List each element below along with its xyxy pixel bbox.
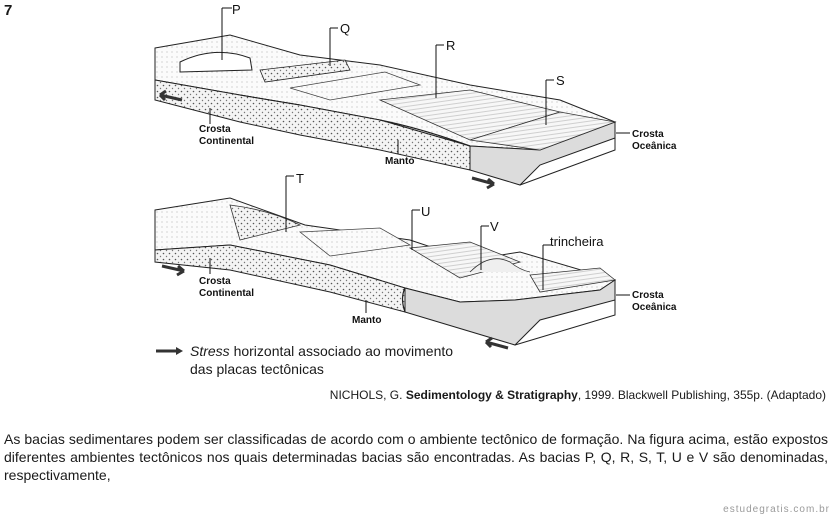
tectonic-figure: P Q R S Crosta Continental Manto Crosta … [154, 2, 677, 350]
citation-author: NICHOLS, G. [329, 388, 406, 402]
bottom-oceanic-crust-line2: Oceânica [632, 302, 677, 313]
bottom-left-arrow-icon [161, 264, 185, 277]
top-left-arrow-icon [158, 89, 183, 102]
label-s: S [556, 73, 565, 88]
question-number: 7 [4, 2, 13, 19]
label-q: Q [340, 21, 350, 36]
label-p: P [232, 2, 241, 17]
top-oceanic-crust-line2: Oceânica [632, 141, 677, 152]
citation-title: Sedimentology & Stratigraphy [405, 388, 578, 402]
label-r: R [446, 38, 455, 53]
bottom-right-arrow-icon [484, 336, 509, 350]
legend-line1-rest: horizontal associado ao movimento [229, 343, 454, 359]
legend-arrow-icon [156, 347, 183, 355]
legend-stress-italic: Stress [190, 343, 230, 359]
bottom-oceanic-crust-line1: Crosta [632, 290, 664, 301]
top-continental-crust-line1: Crosta [199, 124, 231, 135]
bottom-block-diagram: T U V trincheira Crosta Continental Mant… [154, 171, 677, 350]
label-trench: trincheira [550, 234, 604, 249]
watermark: estudegratis.com.br [723, 504, 830, 515]
top-block-diagram: P Q R S Crosta Continental Manto Crosta … [154, 2, 677, 190]
question-text: As bacias sedimentares podem ser classif… [4, 431, 828, 483]
top-oceanic-crust-line1: Crosta [632, 129, 664, 140]
bottom-continental-crust-line2: Continental [199, 288, 254, 299]
top-right-arrow-icon [471, 176, 495, 190]
bottom-continental-crust-line1: Crosta [199, 276, 231, 287]
bottom-mantle-label: Manto [352, 315, 381, 326]
label-v: V [490, 219, 499, 234]
label-t: T [296, 171, 304, 186]
legend: Stress horizontal associado ao movimento… [190, 342, 453, 378]
citation: NICHOLS, G. Sedimentology & Stratigraphy… [330, 388, 826, 402]
legend-line2: das placas tectônicas [190, 361, 324, 377]
top-mantle-label: Manto [385, 156, 414, 167]
citation-rest: , 1999. Blackwell Publishing, 355p. (Ada… [577, 388, 826, 402]
top-continental-crust-line2: Continental [199, 136, 254, 147]
label-u: U [421, 204, 430, 219]
